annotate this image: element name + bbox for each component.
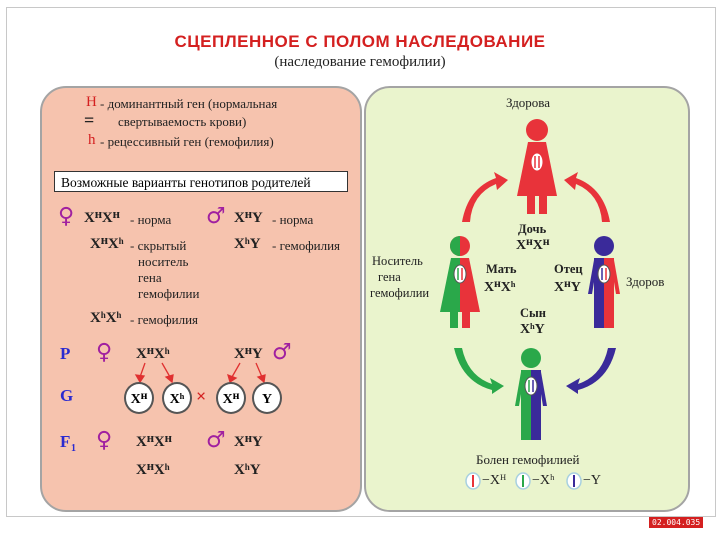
dominant-letter: H [86,94,97,110]
father-figure [588,236,620,328]
slide-code: 02.004.035 [649,517,704,528]
f1-male-2: XʰY [234,462,261,478]
key-label-2: −Xʰ [532,473,555,488]
male-symbol-icon: ♂ [206,204,226,229]
son-genotype: XʰY [520,322,545,337]
genotype-f2-desc-4: гемофилии [138,286,200,301]
dominant-eq: = [84,110,95,130]
mother-figure [440,236,480,328]
genotype-f1-desc: - норма [130,212,172,227]
daughter-label: Дочь [518,222,547,236]
mother-genotype: XᴴXʰ [484,280,516,295]
f-subscript: 1 [71,443,76,454]
f-label: F [60,432,71,451]
father-label: Отец [554,262,583,276]
female-symbol-icon: ♀ [58,204,75,229]
f1-female-2: XᴴXʰ [136,462,170,478]
f1-female-1: XᴴXᴴ [136,434,172,450]
f1-male-1: XᴴY [234,434,263,450]
arrow-father-son [566,348,616,394]
f1-female-icon: ♀ [96,428,113,453]
genotype-m2-desc: - гемофилия [272,238,341,253]
daughter-top-label: Здорова [506,95,551,110]
genotype-f3-desc: - гемофилия [130,312,199,327]
daughter-figure [517,119,557,214]
father-side-label: Здоров [626,274,665,289]
key-chromosome-2 [515,472,531,490]
arrow-father-daughter [564,172,610,222]
p-female-genotype: XᴴXʰ [136,346,170,362]
left-panel [40,86,362,512]
genotype-f2-desc-3: гена [138,270,162,285]
recessive-letter: h [88,132,96,148]
arrow-mother-daughter [462,172,508,222]
genotype-f2: XᴴXʰ [90,236,124,252]
key-chromosome-3 [566,472,582,490]
p-male-genotype: XᴴY [234,346,263,362]
p-male-icon: ♂ [272,340,292,365]
genotype-f2-desc-1: - скрытый [130,238,187,253]
page-title: СЦЕПЛЕННОЕ С ПОЛОМ НАСЛЕДОВАНИЕ [174,32,546,51]
genotype-m1-desc: - норма [272,212,314,227]
genotype-f1: XᴴXᴴ [84,210,120,226]
mother-side-2: гена [378,270,401,284]
genotype-f3: XʰXʰ [90,310,122,326]
gamete-2: Xʰ [162,382,192,414]
genotype-m2: XʰY [234,236,261,252]
recessive-text: - рецессивный ген (гемофилия) [100,134,274,149]
son-bottom-label: Болен гемофилией [476,452,580,467]
genotype-m1: XᴴY [234,210,263,226]
p-label: P [60,344,71,363]
mother-side-3: гемофилии [370,286,430,300]
key-chromosome-1 [465,472,481,490]
daughter-genotype: XᴴXᴴ [516,238,550,253]
dominant-text-1: - доминантный ген (нормальная [100,96,278,111]
gamete-3: Xᴴ [216,382,246,414]
dominant-text-2: свертываемость крови) [118,114,247,129]
key-label-3: −Y [583,473,602,488]
gamete-1: Xᴴ [124,382,154,414]
gamete-4: Y [252,382,282,414]
g-label: G [60,386,74,405]
mother-side-1: Носитель [372,254,423,268]
father-genotype: XᴴY [554,280,581,295]
genotypes-box: Возможные варианты генотипов родителей [54,171,348,192]
genotype-f2-desc-2: носитель [138,254,189,269]
cross-sign: × [196,386,207,406]
son-figure [515,348,547,440]
page-subtitle: (наследование гемофилии) [274,54,446,70]
son-label: Сын [520,306,546,320]
key-label-1: −Xᴴ [482,473,507,488]
f1-male-icon: ♂ [206,428,226,453]
mother-label: Мать [486,262,517,276]
arrow-mother-son [454,348,504,394]
p-female-icon: ♀ [96,340,113,365]
